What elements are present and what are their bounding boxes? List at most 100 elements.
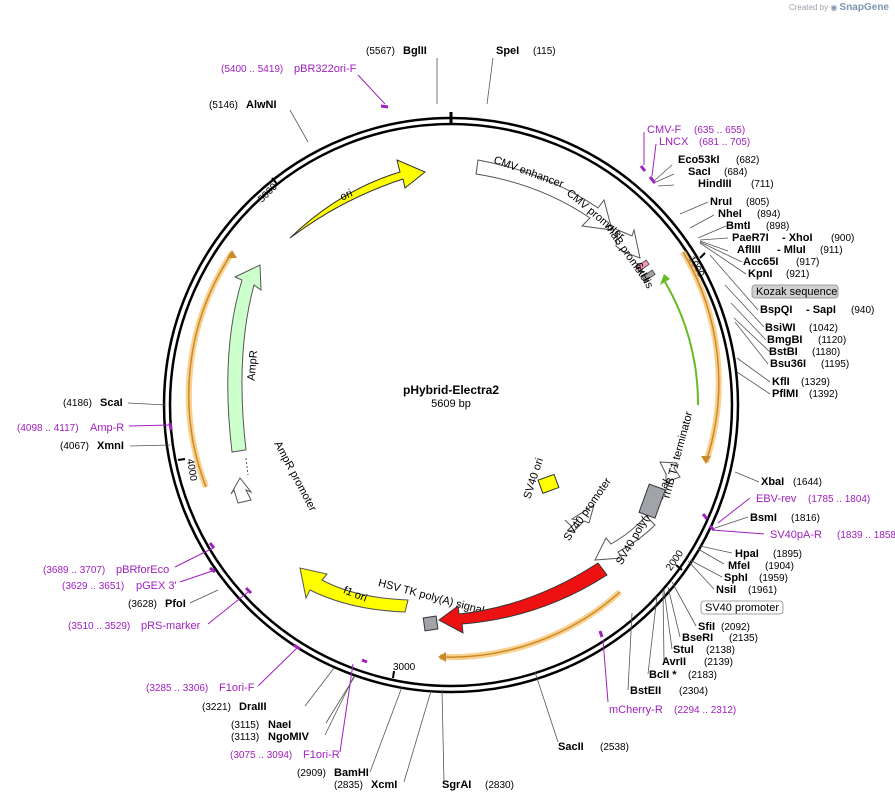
site-naei: NaeI: [268, 719, 291, 731]
site-pos-bglii: (5567): [366, 46, 395, 57]
site-pos-naei: (3115): [231, 720, 259, 731]
primer-cmv-f: CMV-F: [647, 124, 682, 136]
site-pos-mlui: (911): [820, 245, 843, 256]
site-leader-lines: [127, 57, 771, 783]
site-pos-sgrai: (2830): [485, 780, 514, 791]
primer-pos-f1ori-f: (3285 .. 3306): [146, 683, 208, 694]
primer-pos-prs-marker: (3510 .. 3529): [68, 621, 130, 632]
site-saci: SacI: [688, 166, 711, 178]
site-pos-bsu36i: (1195): [821, 359, 849, 370]
site-pos-xbai: (1644): [793, 477, 822, 488]
site-xhoi: - XhoI: [782, 232, 813, 244]
site-pos-bamhi: (2909): [297, 768, 326, 779]
primer-pos-pbrforeco: (3689 .. 3707): [43, 565, 105, 576]
site-pos-xhoi: (900): [831, 233, 854, 244]
site-xmni: XmnI: [97, 440, 124, 452]
ori-feature: ori: [289, 159, 426, 239]
primer-ebv-rev: EBV-rev: [756, 493, 797, 505]
site-stui: StuI: [673, 644, 694, 656]
site-pflmi: PflMI: [772, 388, 798, 400]
site-pos-sacii: (2538): [600, 742, 629, 753]
site-pos-draiii: (3221): [202, 702, 231, 713]
primer-pos-pgex3: (3629 .. 3651): [62, 581, 124, 592]
site-paer7i: PaeR7I: [732, 232, 769, 244]
site-pos-hpai: (1895): [773, 549, 802, 560]
site-hpai: HpaI: [735, 548, 759, 560]
site-pos-bsiwi: (1042): [809, 323, 838, 334]
site-xcmi-name: XcmI: [371, 779, 397, 791]
orf-arc-bottom-core: [439, 591, 621, 658]
primer-leader-lines: [128, 74, 765, 753]
primer-pbr322ori-f: pBR322ori-F: [294, 63, 357, 75]
primer-f1ori-f: F1ori-F: [219, 682, 255, 694]
tick-label-3000: 3000: [393, 662, 416, 673]
primer-pos-amp-r: (4098 .. 4117): [17, 423, 79, 434]
site-pos-bseri: (2135): [729, 633, 758, 644]
sv40-promoter-feature: SV40 promoter: [562, 476, 614, 544]
primer-lncx: LNCX: [659, 136, 689, 148]
site-pos-kpni: (921): [786, 269, 809, 280]
primer-mcherry-r: mCherry-R: [609, 704, 663, 716]
kozak-sequence-box: [751, 284, 839, 299]
site-bcli: BclI *: [649, 669, 677, 681]
site-pos-sphi: (1959): [759, 573, 788, 584]
site-bmti: BmtI: [726, 220, 750, 232]
site-pos-bsteii: (2304): [679, 686, 708, 697]
site-pfoi: PfoI: [165, 598, 186, 610]
site-mfei: MfeI: [728, 560, 750, 572]
site-sfii: SfiI: [698, 621, 715, 633]
site-bseri: BseRI: [682, 632, 713, 644]
site-bspqi: BspQI: [760, 304, 792, 316]
sv40-ori-feature: SV40 ori: [522, 457, 560, 500]
primer-labels: (5400 .. 5419) pBR322ori-F CMV-F (635 ..…: [17, 63, 895, 761]
site-draiii: DraIII: [239, 701, 267, 713]
primer-pos-pbr322ori-f: (5400 .. 5419): [221, 64, 283, 75]
created-by-text: Created by: [788, 3, 829, 12]
site-bamhi: BamHI: [334, 767, 369, 779]
site-pos-pflmi: (1392): [809, 389, 838, 400]
primer-pos-mcherry-r: (2294 .. 2312): [674, 705, 736, 716]
ampr-label: AmpR: [246, 350, 261, 382]
site-pos-bmti: (898): [766, 221, 789, 232]
site-eco53ki: Eco53kI: [678, 154, 720, 166]
primer-amp-r: Amp-R: [90, 422, 124, 434]
site-pos-nrui: (805): [746, 197, 769, 208]
site-pos-stui: (2138): [706, 645, 735, 656]
site-bsteii: BstEII: [630, 685, 661, 697]
site-sacii: SacII: [558, 741, 584, 753]
tick-label-4000: 4000: [184, 458, 199, 482]
site-ngomiv: NgoMIV: [268, 731, 310, 743]
orf-arc-right-core: [682, 251, 720, 463]
rrnb-t1-feature: rrnB T1 terminator: [638, 410, 696, 519]
ampr-promoter-label: AmpR promoter: [272, 439, 319, 513]
site-xbai: XbaI: [761, 476, 784, 488]
site-sapi: - SapI: [806, 304, 836, 316]
site-pos-saci: (684): [724, 167, 747, 178]
site-bsmi: BsmI: [750, 512, 777, 524]
site-pos-scai: (4186): [63, 398, 92, 409]
site-afliii: AflIII: [737, 244, 761, 256]
site-pos-bstbi: (1180): [812, 347, 840, 358]
site-hindiii: HindIII: [698, 178, 732, 190]
orf-arc-left-arrowhead: [227, 250, 237, 258]
site-pos-sfii: (2092): [721, 622, 750, 633]
rrnb-t1-label: rrnB T1 terminator: [661, 410, 696, 499]
primer-prs-marker: pRS-marker: [141, 620, 201, 632]
site-pos-sapi: (940): [851, 305, 874, 316]
primer-pos-ebv-rev: (1785 .. 1804): [808, 494, 870, 505]
site-scai: ScaI: [100, 397, 123, 409]
primer-pos-lncx: (681 .. 705): [699, 137, 750, 148]
orf-arc-right-arrowhead: [701, 456, 711, 464]
primer-pos-cmv-f: (635 .. 655): [694, 125, 745, 136]
site-sgrai: SgrAI: [442, 779, 471, 791]
plasmid-name: pHybrid-Electra2: [403, 383, 499, 397]
site-bsiwi: BsiWI: [765, 322, 796, 334]
site-sphi: SphI: [724, 572, 748, 584]
sv40-promoter-label: SV40 promoter: [562, 476, 614, 544]
site-avrii: AvrII: [662, 656, 686, 668]
kozak-sequence-label: Kozak sequence: [756, 286, 837, 298]
site-bstbi: BstBI: [769, 346, 798, 358]
site-acc65i: Acc65I: [743, 256, 778, 268]
snapgene-branding: Created by ◉ SnapGene: [789, 2, 889, 13]
